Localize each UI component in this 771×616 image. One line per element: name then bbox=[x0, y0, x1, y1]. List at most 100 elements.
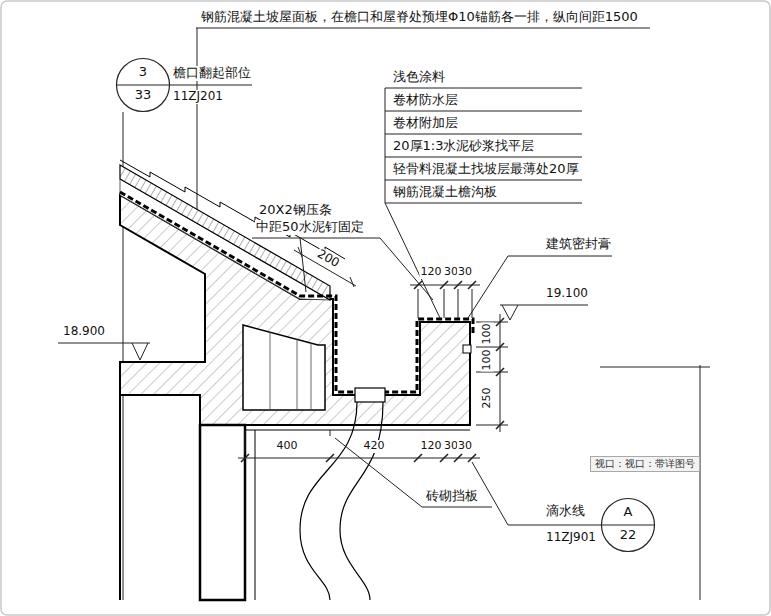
drawing-label: 11ZJ901 bbox=[545, 531, 597, 545]
drawing-stroke bbox=[508, 525, 601, 526]
drawing-label: 120 bbox=[420, 266, 443, 279]
drawing-stroke bbox=[502, 305, 518, 320]
drawing-stroke bbox=[255, 430, 256, 600]
drawing-label: 中距50水泥钉固定 bbox=[255, 220, 365, 235]
drawing-stroke bbox=[197, 28, 198, 232]
drawing-stroke bbox=[385, 203, 582, 204]
drawing-label: 卷材附加层 bbox=[392, 116, 459, 131]
drip-leader bbox=[472, 462, 601, 525]
tile-steps bbox=[120, 160, 345, 259]
grid-line bbox=[600, 365, 710, 600]
drawing-stroke bbox=[440, 281, 448, 289]
drawing-stroke bbox=[500, 305, 588, 306]
baffle-leader bbox=[335, 438, 492, 507]
detail-index-circle: 333 bbox=[116, 58, 170, 112]
drawing-stroke bbox=[58, 343, 150, 344]
downpipe bbox=[300, 402, 383, 600]
insulation-void bbox=[243, 325, 325, 410]
sheet-number: 22 bbox=[601, 528, 655, 543]
drawing-stroke bbox=[468, 454, 476, 462]
tooltip-text: 视口：视口：带详图号 bbox=[595, 458, 695, 470]
strip-leader bbox=[252, 238, 433, 300]
drawing-stroke bbox=[311, 343, 312, 410]
wall bbox=[200, 425, 245, 600]
drawing-stroke bbox=[385, 203, 440, 318]
drawing-stroke bbox=[252, 238, 380, 239]
drawing-stroke bbox=[444, 289, 445, 318]
drawing-stroke bbox=[335, 438, 422, 507]
drawing-stroke bbox=[476, 425, 508, 426]
drawing-stroke bbox=[170, 85, 252, 86]
drawing-stroke bbox=[458, 289, 459, 318]
drawing-stroke bbox=[245, 430, 246, 454]
drawing-stroke bbox=[600, 367, 710, 368]
drawing-label: 滴水线 bbox=[545, 504, 586, 519]
drawing-label: 420 bbox=[363, 440, 386, 453]
drawing-stroke bbox=[468, 281, 476, 289]
top-dimension bbox=[410, 281, 480, 318]
drawing-stroke bbox=[385, 180, 582, 181]
drawing-stroke bbox=[350, 277, 354, 287]
drawing-stroke bbox=[385, 134, 582, 135]
circle-shape bbox=[117, 59, 170, 112]
drawing-stroke bbox=[496, 421, 504, 429]
drawing-stroke bbox=[119, 395, 121, 600]
drawing-stroke bbox=[120, 160, 345, 259]
drawing-stroke bbox=[508, 256, 612, 257]
detail-index-circle: A22 bbox=[601, 498, 655, 552]
drawing-label: 檐口翻起部位 bbox=[172, 66, 252, 81]
concrete-section bbox=[120, 195, 470, 425]
drawing-stroke bbox=[414, 454, 422, 462]
elevation-mark bbox=[58, 343, 150, 360]
drawing-label: 30 bbox=[457, 440, 473, 453]
drawing-stroke bbox=[245, 430, 470, 431]
detail-number: 3 bbox=[116, 65, 170, 80]
drawing-label: 30 bbox=[457, 266, 473, 279]
drawing-label: 120 bbox=[420, 440, 443, 453]
drawing-stroke bbox=[440, 454, 448, 462]
drawing-stroke bbox=[385, 88, 582, 89]
drawing-label: 400 bbox=[276, 440, 299, 453]
drawing-stroke bbox=[300, 402, 357, 600]
sealant-leader bbox=[468, 256, 612, 318]
drawing-stroke bbox=[496, 343, 504, 351]
drawing-stroke bbox=[297, 339, 298, 410]
leader-lines bbox=[123, 28, 650, 600]
circle-divider bbox=[601, 525, 655, 526]
drawing-stroke bbox=[298, 247, 302, 257]
drawing-stroke bbox=[340, 402, 383, 600]
drawing-label: 砖砌挡板 bbox=[425, 489, 479, 504]
drawing-label: 20X2钢压条 bbox=[258, 203, 333, 218]
drawing-stroke bbox=[472, 289, 473, 318]
wall-lines bbox=[120, 395, 470, 600]
drawing-label: 轻骨料混凝土找坡层最薄处20厚 bbox=[392, 162, 580, 177]
drawing-stroke bbox=[418, 289, 419, 318]
drawing-stroke bbox=[241, 454, 249, 462]
drawing-label: 18.900 bbox=[62, 325, 106, 339]
drawing-label: 11ZJ201 bbox=[172, 90, 224, 104]
waterproof-membrane bbox=[120, 192, 473, 392]
drawing-stroke bbox=[196, 28, 650, 29]
drawing-stroke bbox=[414, 281, 422, 289]
drawing-stroke bbox=[496, 368, 504, 376]
drawing-label: 钢筋混凝土坡屋面板，在檐口和屋脊处预埋Φ10锚筋各一排，纵向间距1500 bbox=[200, 10, 639, 25]
drawing-stroke bbox=[476, 347, 508, 348]
drawing-stroke bbox=[496, 318, 504, 326]
drawing-stroke bbox=[132, 343, 148, 360]
drawing-label: 卷材防水层 bbox=[392, 93, 459, 108]
drawing-stroke bbox=[700, 365, 701, 600]
drawing-label: 建筑密封膏 bbox=[545, 237, 612, 252]
drawing-stroke bbox=[476, 372, 508, 373]
viewport-tooltip: 视口：视口：带详图号 bbox=[590, 456, 700, 472]
sheet-number: 33 bbox=[116, 88, 170, 103]
drawing-stroke bbox=[454, 281, 462, 289]
drawing-stroke bbox=[300, 238, 306, 292]
drawing-label: 250 bbox=[481, 387, 494, 410]
drawing-label: 浅色涂料 bbox=[392, 70, 446, 85]
insulation-lines bbox=[270, 332, 311, 410]
elevation-mark bbox=[500, 305, 588, 320]
drawing-stroke bbox=[385, 111, 582, 112]
drawing-stroke bbox=[270, 332, 271, 410]
